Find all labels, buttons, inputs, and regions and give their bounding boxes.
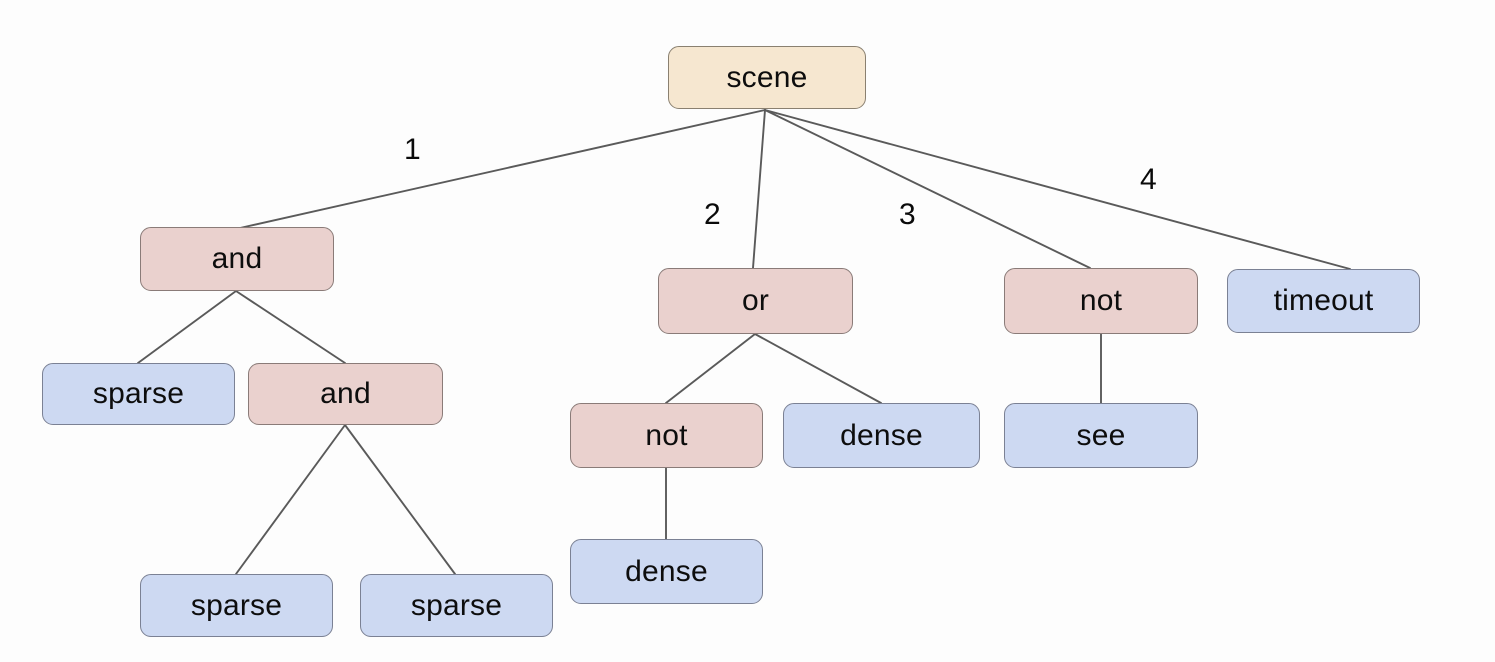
edge-and1-to-and2 [235, 290, 346, 364]
node-label: scene [726, 60, 808, 94]
edge-or1-to-dense1 [754, 333, 882, 404]
node-not1[interactable]: not [1004, 268, 1198, 334]
node-label: or [741, 284, 770, 317]
node-label: not [645, 418, 688, 452]
node-label: dense [625, 554, 708, 588]
node-not2[interactable]: not [570, 403, 763, 468]
node-timeout1[interactable]: timeout [1227, 269, 1420, 333]
node-label: and [320, 377, 371, 410]
node-sparse1[interactable]: sparse [42, 363, 235, 425]
node-see1[interactable]: see [1004, 403, 1198, 468]
node-sparse3[interactable]: sparse [360, 574, 553, 637]
node-and2[interactable]: and [248, 363, 443, 425]
node-dense2[interactable]: dense [570, 539, 763, 604]
edge-and1-to-sparse1 [137, 290, 237, 364]
edge-label-3: 3 [899, 198, 916, 231]
node-label: and [211, 242, 263, 275]
node-scene[interactable]: scene [668, 46, 866, 109]
edge-label-2: 2 [704, 198, 721, 231]
edge-and2-to-sparse3 [344, 424, 456, 575]
edge-and2-to-sparse2 [235, 424, 346, 575]
node-label: see [1076, 418, 1126, 452]
node-label: dense [840, 418, 923, 452]
edge-scene-to-not1 [764, 109, 1091, 269]
edge-scene-to-and1 [239, 109, 766, 229]
node-label: not [1079, 284, 1123, 317]
node-label: sparse [410, 588, 503, 622]
edge-or1-to-not2 [665, 333, 756, 404]
node-label: sparse [92, 377, 185, 410]
edge-label-4: 4 [1140, 163, 1157, 196]
edge-scene-to-timeout1 [764, 109, 1351, 270]
node-label: timeout [1273, 284, 1374, 317]
node-dense1[interactable]: dense [783, 403, 980, 468]
node-and1[interactable]: and [140, 227, 334, 291]
node-sparse2[interactable]: sparse [140, 574, 333, 637]
node-or1[interactable]: or [658, 268, 853, 334]
node-label: sparse [190, 588, 283, 622]
edge-label-1: 1 [404, 133, 421, 166]
edge-scene-to-or1 [752, 109, 766, 269]
